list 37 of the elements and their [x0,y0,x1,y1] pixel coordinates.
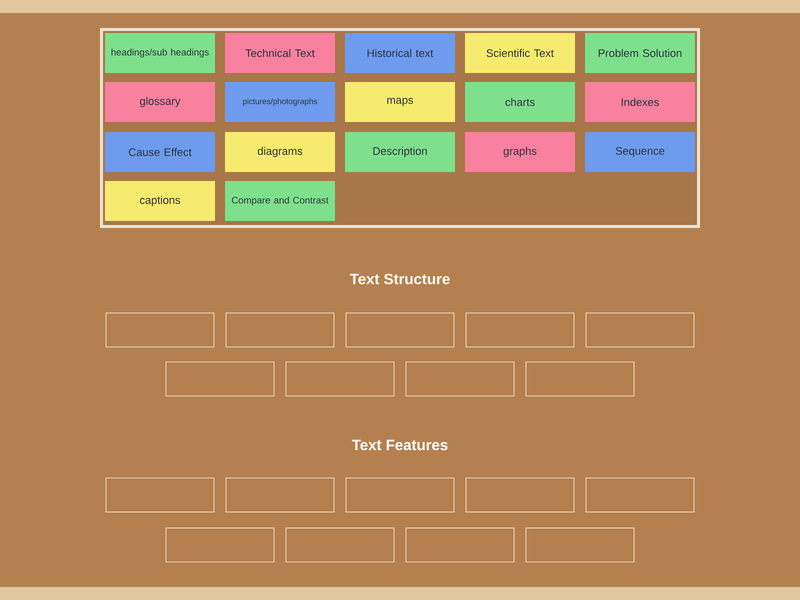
sticky-note: Sequence [585,132,695,172]
drop-slot [166,362,274,396]
sticky-note: graphs [465,132,575,172]
drop-slot [166,528,274,562]
sticky-note: Technical Text [225,33,335,73]
drop-slot [106,312,214,348]
sticky-note: Indexes [585,82,695,122]
drop-slot [526,528,634,562]
drop-slot [286,362,394,396]
sticky-note: Problem Solution [585,33,695,73]
drop-slot [586,312,694,348]
drop-slot [346,478,454,512]
drop-slot [526,362,634,396]
sticky-note: maps [345,82,455,122]
sticky-note: diagrams [225,132,335,172]
drop-slot [586,478,694,512]
sticky-note: charts [465,82,575,122]
drop-slot [406,362,514,396]
sticky-note: headings/sub headings [105,33,215,73]
drop-slot [466,478,574,512]
drop-slot [226,312,334,348]
drop-slot [466,312,574,348]
drop-slot [406,528,514,562]
sticky-note: Compare and Contrast [225,181,335,221]
sticky-note: captions [105,181,215,221]
sticky-note: Scientific Text [465,33,575,73]
drop-slot [286,528,394,562]
sticky-note: Description [345,132,455,172]
drop-slot [226,478,334,512]
drop-slot [346,312,454,348]
section-heading: Text Structure [350,274,450,284]
drop-slot [106,478,214,512]
section-heading: Text Features [352,440,448,450]
sticky-note: pictures/photographs [225,82,335,122]
sticky-note: Historical text [345,33,455,73]
sticky-note: Cause Effect [105,132,215,172]
sticky-note: glossary [105,82,215,122]
